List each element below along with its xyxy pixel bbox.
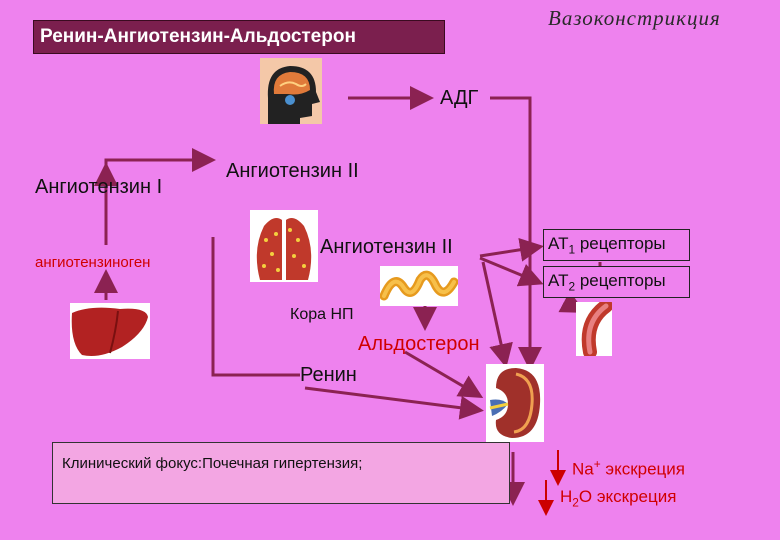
angiotensin-2-lung-label: Ангиотензин II: [320, 236, 453, 258]
arrow-ang2-kidney: [481, 261, 513, 368]
at1-receptors-box: AT1 рецепторы: [543, 229, 690, 261]
clinical-focus-box: [52, 442, 510, 504]
angiotensinogen-label: ангиотензиноген: [35, 254, 151, 271]
arrow-ang2-at2: [479, 256, 544, 287]
adrenal-cortex-label: Кора НП: [290, 306, 354, 323]
blood-vessel-icon: [576, 302, 612, 356]
h2o-excretion-label: H2O экскреция: [560, 487, 676, 509]
na-sup: +: [593, 457, 601, 471]
lung-icon: [250, 210, 318, 282]
aldosterone-label: Альдостерон: [358, 333, 480, 355]
h2o-sub: 2: [572, 495, 579, 510]
brain-head-icon: [260, 58, 322, 124]
at2-receptors-box: AT2 рецепторы: [543, 266, 690, 298]
na-suffix: экскреция: [600, 459, 685, 479]
line-renin-path: [211, 237, 300, 377]
na-prefix: Na: [572, 459, 594, 479]
at2-prefix: AT: [548, 271, 569, 290]
adrenal-gland-icon: [380, 266, 458, 306]
arrow-renin-kidney: [304, 386, 484, 420]
arrow-aldo-kidney: [404, 350, 484, 399]
h2o-prefix: H: [560, 487, 573, 506]
h2o-suffix: O экскреция: [578, 487, 677, 506]
liver-icon: [70, 303, 150, 359]
arrow-ang1-ang2: [104, 148, 216, 172]
page-title: Ренин-Ангиотензин-Альдостерон: [40, 26, 356, 47]
arrow-ang2-at1: [479, 237, 544, 262]
at1-sub: 1: [568, 242, 576, 257]
at2-sub: 2: [568, 279, 576, 294]
at2-suffix: рецепторы: [575, 271, 666, 290]
at1-suffix: рецепторы: [575, 234, 666, 253]
clinical-focus-text: Клинический фокус:Почечная гипертензия;: [62, 455, 363, 472]
at1-prefix: AT: [548, 234, 569, 253]
angiotensin-1-label: Ангиотензин I: [35, 176, 163, 198]
title-box: [33, 20, 445, 54]
vasoconstriction-heading: Вазоконстрикция: [548, 6, 721, 30]
kidney-icon: [486, 364, 544, 442]
angiotensin-2-top-label: Ангиотензин II: [226, 160, 359, 182]
renin-label: Ренин: [300, 364, 357, 386]
adh-label: АДГ: [440, 87, 479, 109]
na-excretion-label: Na+ экскреция: [572, 457, 685, 480]
